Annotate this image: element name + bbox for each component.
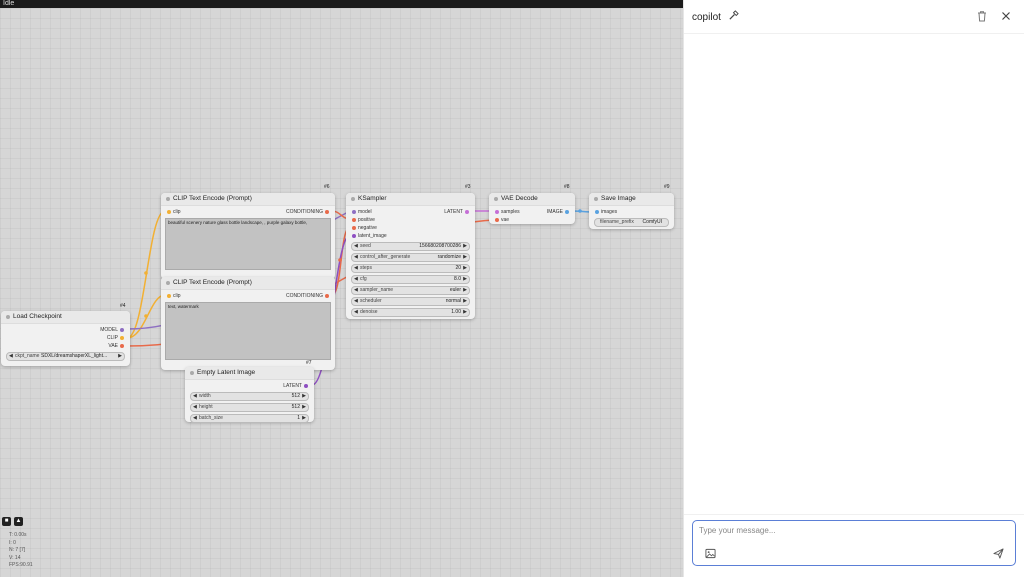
output-model[interactable]: MODEL bbox=[100, 327, 126, 333]
node-vae-decode[interactable]: VAE Decode samples IMAGE vae bbox=[489, 193, 575, 224]
output-latent[interactable]: LATENT bbox=[444, 209, 471, 215]
node-id: #8 bbox=[564, 184, 570, 190]
message-input[interactable] bbox=[699, 526, 979, 535]
output-conditioning[interactable]: CONDITIONING bbox=[286, 209, 331, 215]
denoise-widget[interactable]: ◀denoise1.00▶ bbox=[351, 308, 470, 317]
graph-links bbox=[0, 8, 683, 577]
input-clip[interactable]: clip bbox=[165, 209, 181, 215]
hammer-icon bbox=[728, 10, 739, 21]
height-widget[interactable]: ◀height512▶ bbox=[190, 403, 309, 412]
output-vae[interactable]: VAE bbox=[108, 343, 126, 349]
node-header[interactable]: Load Checkpoint bbox=[1, 311, 130, 324]
batch-size-widget[interactable]: ◀batch_size1▶ bbox=[190, 414, 309, 423]
node-id: #4 bbox=[120, 303, 126, 309]
collapse-dot-icon[interactable] bbox=[351, 197, 355, 201]
output-conditioning[interactable]: CONDITIONING bbox=[286, 293, 331, 299]
node-header[interactable]: KSampler bbox=[346, 193, 475, 206]
width-widget[interactable]: ◀width512▶ bbox=[190, 392, 309, 401]
input-vae[interactable]: vae bbox=[493, 217, 509, 223]
collapse-dot-icon[interactable] bbox=[494, 197, 498, 201]
collapse-dot-icon[interactable] bbox=[594, 197, 598, 201]
status-bar: Idle bbox=[0, 0, 683, 8]
filename-prefix-widget[interactable]: filename_prefixComfyUI bbox=[594, 218, 669, 227]
chat-composer[interactable] bbox=[692, 520, 1016, 566]
node-load-checkpoint[interactable]: Load Checkpoint MODEL CLIP VAE ◀ckpt_nam… bbox=[1, 311, 130, 366]
node-clip-text-encode-negative[interactable]: CLIP Text Encode (Prompt) clip CONDITION… bbox=[161, 277, 335, 370]
node-header[interactable]: VAE Decode bbox=[489, 193, 575, 206]
upload-button[interactable]: ▲ bbox=[14, 517, 23, 526]
panel-title: copilot bbox=[692, 10, 739, 23]
cfg-widget[interactable]: ◀cfg8.0▶ bbox=[351, 275, 470, 284]
prompt-textarea[interactable]: beautiful scenery nature glass bottle la… bbox=[165, 218, 331, 270]
node-id: #6 bbox=[324, 184, 330, 190]
input-model[interactable]: model bbox=[350, 209, 372, 215]
node-save-image[interactable]: Save Image images filename_prefixComfyUI bbox=[589, 193, 674, 229]
arrow-left-icon[interactable]: ◀ bbox=[9, 353, 13, 359]
node-id: #3 bbox=[465, 184, 471, 190]
input-images[interactable]: images bbox=[593, 209, 617, 215]
collapse-dot-icon[interactable] bbox=[190, 371, 194, 375]
node-title: Load Checkpoint bbox=[13, 313, 62, 320]
steps-widget[interactable]: ◀steps20▶ bbox=[351, 264, 470, 273]
panel-footer-divider bbox=[684, 514, 1024, 515]
ckpt-name-combo[interactable]: ◀ckpt_nameSDXL/dreamshaperXL_light...▶ bbox=[6, 352, 125, 361]
collapse-dot-icon[interactable] bbox=[6, 315, 10, 319]
sampler-name-widget[interactable]: ◀sampler_nameeuler▶ bbox=[351, 286, 470, 295]
input-negative[interactable]: negative bbox=[350, 225, 377, 231]
node-title: KSampler bbox=[358, 195, 387, 202]
node-graph-canvas[interactable]: Load Checkpoint MODEL CLIP VAE ◀ckpt_nam… bbox=[0, 8, 683, 577]
seed-widget[interactable]: ◀seed156680208700286▶ bbox=[351, 242, 470, 251]
node-ksampler[interactable]: KSampler model LATENT positive negative … bbox=[346, 193, 475, 319]
node-title: CLIP Text Encode (Prompt) bbox=[173, 195, 252, 202]
output-clip[interactable]: CLIP bbox=[107, 335, 126, 341]
panel-header-divider bbox=[684, 33, 1024, 34]
output-latent[interactable]: LATENT bbox=[283, 383, 310, 389]
node-header[interactable]: Save Image bbox=[589, 193, 674, 206]
input-positive[interactable]: positive bbox=[350, 217, 375, 223]
node-header[interactable]: Empty Latent Image bbox=[185, 367, 314, 380]
trash-icon[interactable] bbox=[976, 10, 988, 22]
graph-stats: T: 0.00s I: 0 N: 7 [7] V: 14 FPS:90.91 bbox=[9, 532, 33, 570]
scheduler-widget[interactable]: ◀schedulernormal▶ bbox=[351, 297, 470, 306]
input-latent-image[interactable]: latent_image bbox=[350, 233, 387, 239]
node-header[interactable]: CLIP Text Encode (Prompt) bbox=[161, 277, 335, 290]
node-empty-latent-image[interactable]: Empty Latent Image LATENT ◀width512▶ ◀he… bbox=[185, 367, 314, 422]
send-icon[interactable] bbox=[993, 548, 1004, 559]
output-image[interactable]: IMAGE bbox=[547, 209, 571, 215]
node-title: CLIP Text Encode (Prompt) bbox=[173, 279, 252, 286]
close-icon[interactable] bbox=[1000, 10, 1012, 22]
toggle-panel-button[interactable]: ■ bbox=[2, 517, 11, 526]
node-title: VAE Decode bbox=[501, 195, 538, 202]
image-icon[interactable] bbox=[705, 548, 716, 559]
collapse-dot-icon[interactable] bbox=[166, 197, 170, 201]
node-id: #9 bbox=[664, 184, 670, 190]
node-id: #7 bbox=[306, 360, 312, 366]
prompt-textarea[interactable]: text, watermark bbox=[165, 302, 331, 360]
collapse-dot-icon[interactable] bbox=[166, 281, 170, 285]
input-samples[interactable]: samples bbox=[493, 209, 520, 215]
copilot-panel: copilot bbox=[683, 0, 1024, 577]
node-header[interactable]: CLIP Text Encode (Prompt) bbox=[161, 193, 335, 206]
input-clip[interactable]: clip bbox=[165, 293, 181, 299]
node-title: Empty Latent Image bbox=[197, 369, 255, 376]
arrow-right-icon[interactable]: ▶ bbox=[118, 353, 122, 359]
node-title: Save Image bbox=[601, 195, 636, 202]
control-after-generate-widget[interactable]: ◀control_after_generaterandomize▶ bbox=[351, 253, 470, 262]
node-clip-text-encode-positive[interactable]: CLIP Text Encode (Prompt) clip CONDITION… bbox=[161, 193, 335, 279]
status-text: Idle bbox=[3, 0, 14, 8]
